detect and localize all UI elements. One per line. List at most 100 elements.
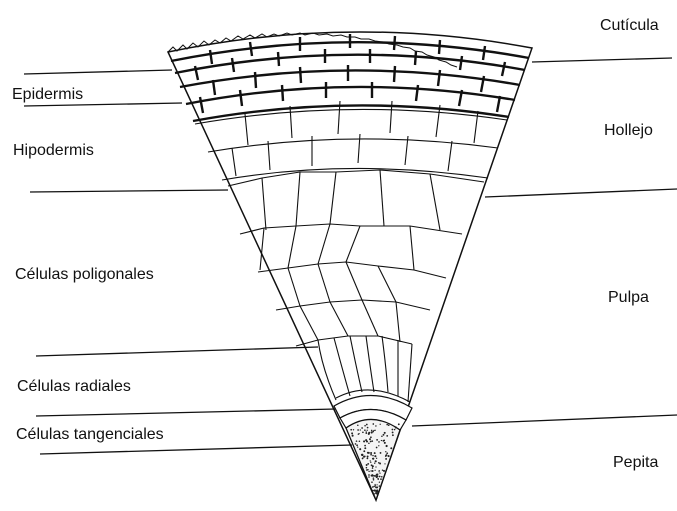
seed-dot bbox=[377, 484, 378, 485]
seed-dot bbox=[367, 469, 368, 470]
seed-dot bbox=[360, 429, 361, 430]
seed-dot bbox=[366, 467, 368, 469]
seed-dot bbox=[372, 467, 374, 469]
seed-dot bbox=[372, 486, 374, 488]
seed-dot bbox=[365, 432, 367, 434]
seed-dot bbox=[375, 466, 376, 467]
seed-dot bbox=[386, 445, 388, 447]
guide-line-hollejo bbox=[485, 189, 677, 197]
seed-dot bbox=[379, 470, 380, 471]
seed-dot bbox=[370, 436, 372, 438]
seed-dot bbox=[381, 476, 383, 478]
seed-dot bbox=[364, 447, 366, 449]
seed-dot bbox=[386, 435, 388, 437]
seed-dot bbox=[395, 426, 397, 428]
seed-dot bbox=[379, 463, 381, 465]
seed-dot bbox=[379, 472, 380, 473]
epidermis-cell-walls bbox=[195, 34, 505, 113]
seed-dot bbox=[376, 486, 378, 488]
seed-dot bbox=[359, 448, 361, 450]
seed-dot bbox=[392, 429, 394, 431]
label-pepita: Pepita bbox=[613, 454, 658, 471]
guide-line-pulpa bbox=[412, 415, 677, 426]
poligonales-cells bbox=[228, 170, 484, 346]
seed-dot bbox=[370, 470, 371, 471]
seed-dot bbox=[374, 463, 375, 464]
seed-dot bbox=[372, 470, 374, 472]
seed-dot bbox=[364, 429, 366, 431]
seed-dot bbox=[372, 490, 374, 492]
seed-dot bbox=[380, 478, 382, 480]
seed-dot bbox=[372, 455, 373, 456]
label-hollejo: Hollejo bbox=[604, 122, 653, 139]
seed-dot bbox=[374, 493, 375, 494]
seed-dot bbox=[366, 424, 368, 426]
guide-line-epidermis-top bbox=[24, 70, 172, 74]
seed-dot bbox=[364, 456, 366, 458]
label-celulas-radiales: Células radiales bbox=[17, 378, 131, 395]
seed-dot bbox=[375, 425, 376, 426]
guide-line-radiales-bottom bbox=[36, 409, 336, 416]
seed-dot bbox=[372, 423, 374, 425]
seed-dot bbox=[361, 454, 363, 456]
seed-dot bbox=[385, 458, 387, 460]
seed-dot bbox=[381, 436, 383, 438]
seed-dot bbox=[374, 430, 375, 431]
seed-dot bbox=[372, 474, 373, 475]
seed-dot bbox=[385, 456, 386, 457]
seed-dot bbox=[388, 424, 390, 426]
seed-dot bbox=[370, 460, 371, 461]
guide-line-epidermis-bottom bbox=[24, 103, 182, 106]
seed-dot bbox=[371, 430, 373, 432]
seed-dot bbox=[358, 433, 360, 435]
seed-dot bbox=[353, 429, 354, 430]
label-epidermis: Epidermis bbox=[12, 86, 83, 103]
seed-dot bbox=[376, 458, 377, 459]
seed-dot bbox=[373, 477, 375, 479]
seed-dot bbox=[366, 440, 368, 442]
seed-dot bbox=[371, 440, 373, 442]
seed-dot bbox=[373, 430, 374, 431]
seed-dot bbox=[386, 424, 388, 426]
seed-dot bbox=[362, 457, 364, 459]
guide-line-poligonales-bottom bbox=[36, 347, 318, 356]
seed-dot bbox=[374, 489, 376, 491]
seed-dot bbox=[367, 463, 369, 465]
seed-dot bbox=[379, 482, 380, 483]
seed-dot bbox=[376, 493, 378, 495]
seed-dot bbox=[366, 457, 368, 459]
guide-line-tangenciales-bottom bbox=[40, 445, 352, 454]
fruit-wedge bbox=[168, 32, 532, 500]
radiales-cells bbox=[318, 336, 412, 402]
label-pulpa: Pulpa bbox=[608, 289, 649, 306]
seed-dot bbox=[384, 442, 386, 444]
seed-dot bbox=[374, 485, 375, 486]
seed-dot bbox=[374, 455, 376, 457]
seed-dot bbox=[379, 485, 381, 487]
seed-dot bbox=[382, 440, 384, 442]
seed-dot bbox=[386, 452, 388, 454]
seed-dot bbox=[383, 434, 385, 436]
seed-dot bbox=[373, 458, 375, 460]
seed-dot bbox=[384, 463, 385, 464]
seed-dot bbox=[368, 452, 370, 454]
seed-dot bbox=[394, 429, 395, 430]
seed-dot bbox=[368, 433, 370, 435]
seed-dot bbox=[357, 425, 359, 427]
seed-dot bbox=[376, 476, 378, 478]
seed-dot bbox=[363, 450, 365, 452]
seed-dot bbox=[383, 470, 385, 472]
seed-dot bbox=[356, 444, 358, 446]
label-celulas-poligonales: Células poligonales bbox=[15, 266, 154, 283]
seed-dot bbox=[378, 471, 379, 472]
seed-dot bbox=[359, 440, 361, 442]
seed-dot bbox=[356, 440, 358, 442]
label-cuticula: Cutícula bbox=[600, 17, 659, 34]
seed-dot bbox=[384, 432, 386, 434]
seed-dot bbox=[351, 432, 353, 434]
seed-dot bbox=[368, 476, 370, 478]
seed-dot bbox=[377, 491, 378, 492]
seed-dot bbox=[363, 440, 365, 442]
seed-dot bbox=[367, 430, 368, 431]
